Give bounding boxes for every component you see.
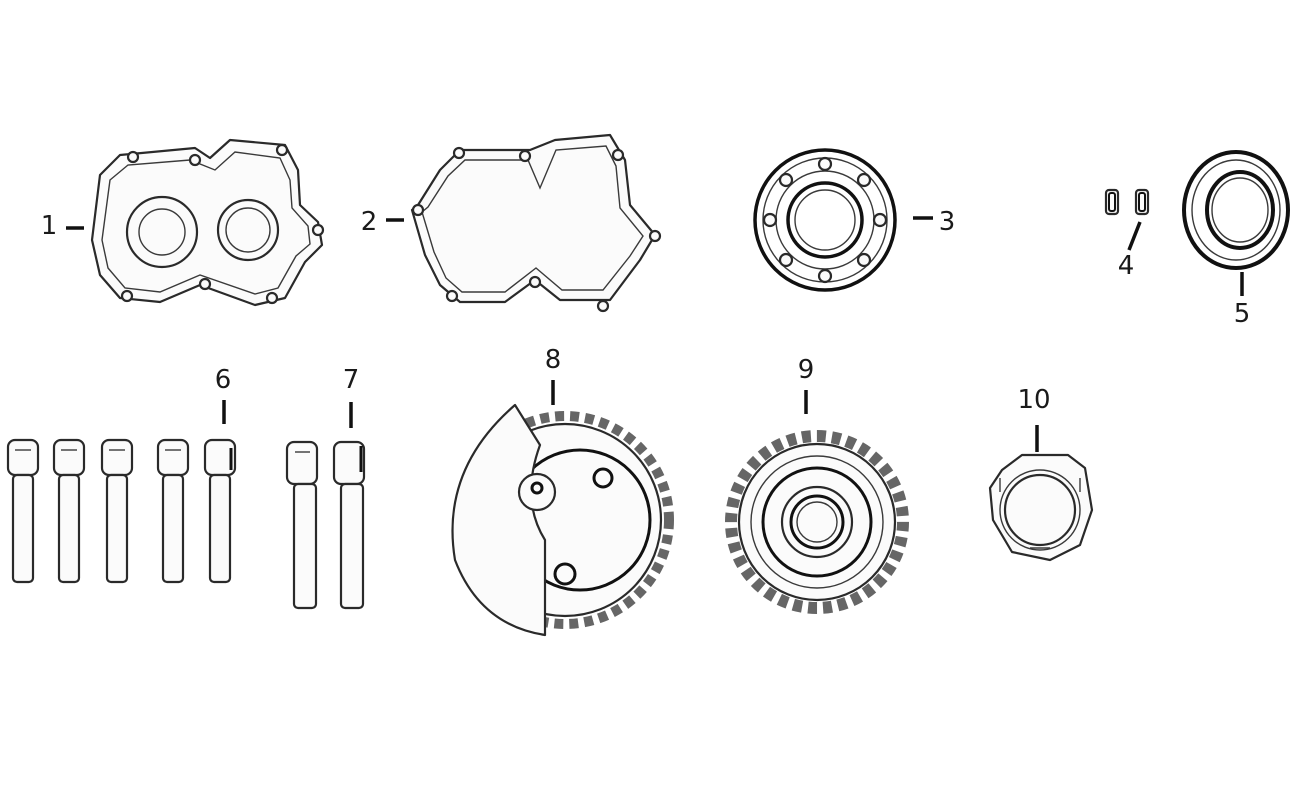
- part-9-gear[interactable]: [725, 430, 909, 614]
- part-5-oil-seal[interactable]: [1182, 150, 1290, 270]
- part-10-nut[interactable]: [988, 453, 1094, 562]
- part-label-1: 1: [41, 211, 58, 241]
- part-3-ball-bearing[interactable]: [753, 148, 897, 292]
- part-1-cover-plate[interactable]: [90, 138, 325, 307]
- part-6-bolt[interactable]: [6, 438, 40, 584]
- part-6-bolt[interactable]: [156, 438, 190, 584]
- part-label-9: 9: [798, 355, 815, 385]
- part-7-bolts[interactable]: [285, 440, 366, 610]
- part-7-bolt[interactable]: [285, 440, 319, 610]
- part-label-10: 10: [1017, 385, 1050, 415]
- gear-teeth-ring-8: [456, 411, 674, 629]
- part-label-5: 5: [1234, 299, 1251, 329]
- part-6-bolts[interactable]: [6, 438, 237, 584]
- part-label-6: 6: [215, 365, 232, 395]
- part-6-bolt[interactable]: [203, 438, 237, 584]
- part-2-gasket[interactable]: [410, 133, 662, 313]
- part-label-3: 3: [939, 207, 956, 237]
- part-label-8: 8: [545, 345, 562, 375]
- gear-teeth-ring-9: [725, 430, 909, 614]
- part-label-7: 7: [343, 365, 360, 395]
- part-7-bolt[interactable]: [332, 440, 366, 610]
- part-6-bolt[interactable]: [52, 438, 86, 584]
- part-4-dowel-pin[interactable]: [1104, 188, 1150, 216]
- leader-line-4: [1127, 221, 1142, 251]
- part-8-crank-gear[interactable]: [451, 403, 674, 637]
- part-label-4: 4: [1118, 251, 1135, 281]
- part-6-bolt[interactable]: [100, 438, 134, 584]
- part-label-2: 2: [361, 207, 378, 237]
